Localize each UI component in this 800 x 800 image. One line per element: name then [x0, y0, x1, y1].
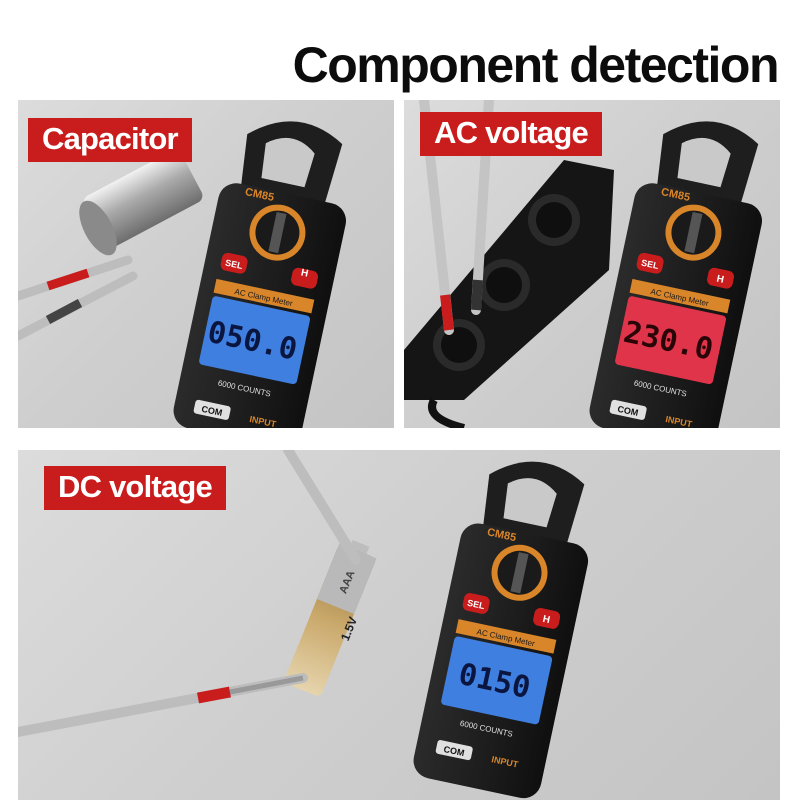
input-terminal: INPUT — [249, 414, 278, 428]
hold-button-label: H — [542, 614, 551, 626]
probe-bottom — [18, 673, 308, 737]
com-terminal: COM — [201, 404, 224, 418]
ac-voltage-label: AC voltage — [420, 112, 602, 156]
brand-label: CM85 — [486, 526, 517, 544]
brand-label: CM85 — [660, 186, 691, 204]
clamp-meter — [173, 121, 346, 428]
dc-voltage-scene: 1.5V AAA 0150 SEL H AC Clamp Meter — [18, 450, 589, 799]
ac-voltage-panel: 230.0 SEL H AC Clamp Meter 6000 COUNTS C… — [404, 100, 780, 428]
clamp-meter — [589, 121, 762, 428]
capacitor-label: Capacitor — [28, 118, 192, 162]
input-terminal: INPUT — [665, 414, 694, 428]
page-title: Component detection — [292, 37, 780, 93]
capacitor-panel: 050.0 H SEL AC Clamp Meter 6000 COUNTS C… — [18, 100, 394, 428]
capacitor-scene: 050.0 H SEL AC Clamp Meter 6000 COUNTS C… — [18, 121, 346, 428]
dc-voltage-label: DC voltage — [44, 466, 226, 510]
sel-button-label: SEL — [224, 257, 244, 271]
capacitor — [79, 150, 203, 256]
probe-top — [283, 450, 361, 565]
battery — [285, 540, 377, 696]
probe-black — [18, 255, 133, 301]
com-terminal: COM — [443, 744, 466, 758]
hold-button-label: H — [716, 274, 725, 286]
com-terminal: COM — [617, 404, 640, 418]
hold-button-label: H — [300, 267, 309, 279]
sel-button-label: SEL — [640, 257, 660, 271]
probe-red — [18, 271, 138, 341]
sel-button-label: SEL — [466, 598, 486, 612]
power-strip — [404, 160, 614, 428]
brand-label: CM85 — [244, 186, 275, 204]
dc-voltage-panel: 1.5V AAA 0150 SEL H AC Clamp Meter — [18, 450, 780, 800]
clamp-meter — [413, 461, 589, 799]
